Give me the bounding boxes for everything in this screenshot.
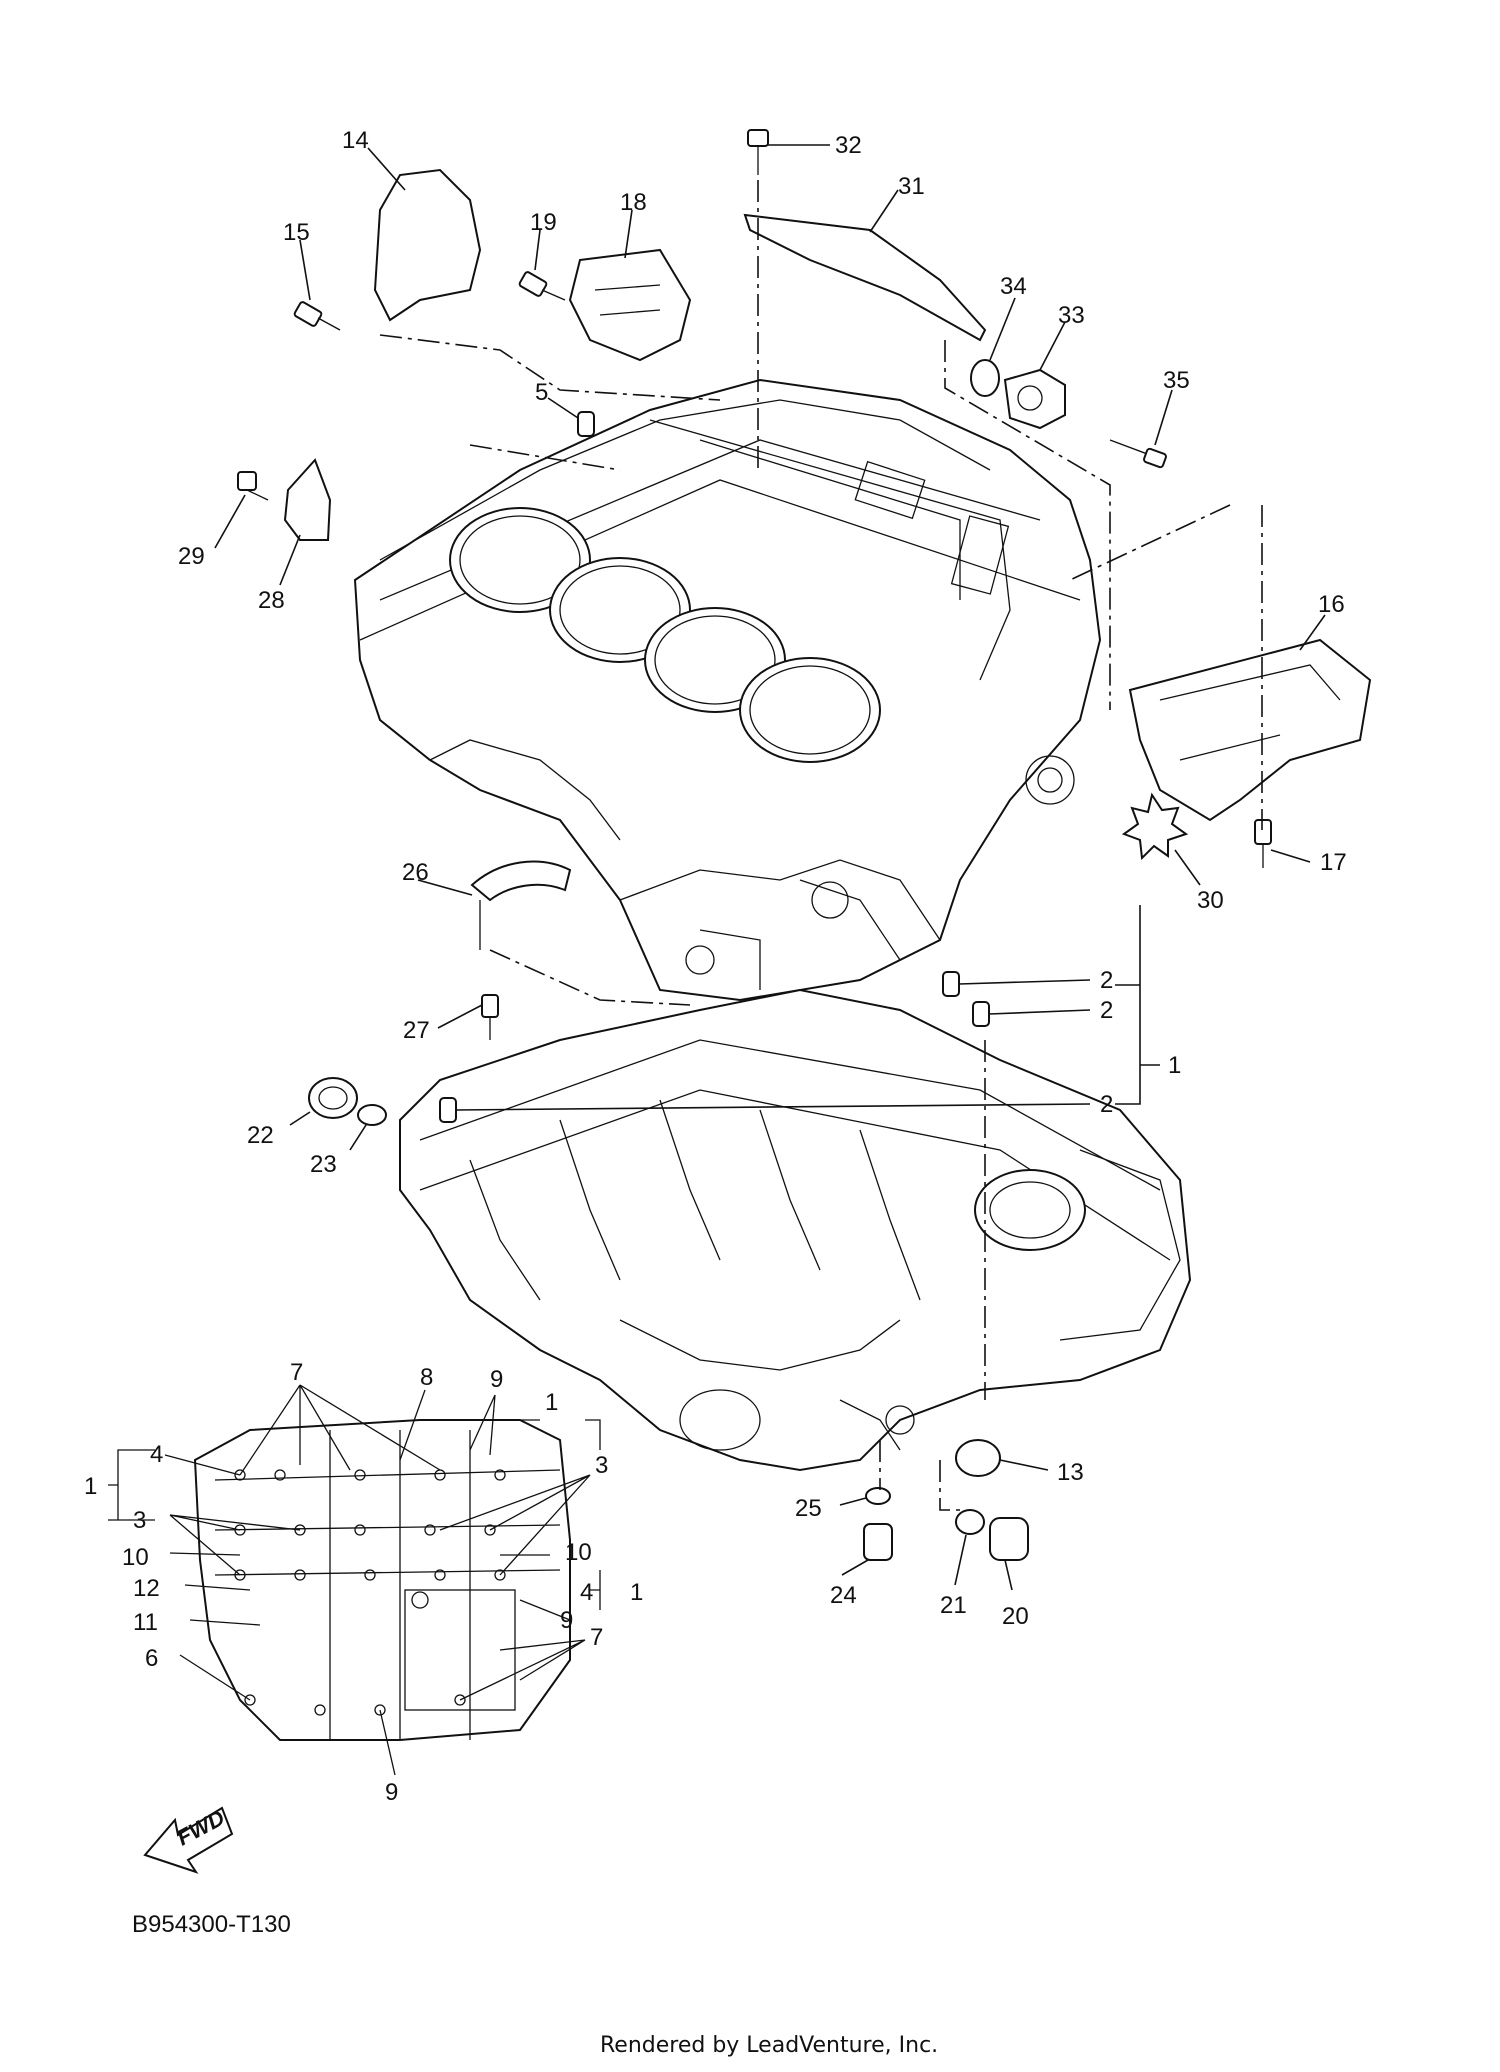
callout-21: 21: [940, 1592, 967, 1619]
fwd-arrow-icon: FWD: [143, 1805, 234, 1874]
callout-28: 28: [258, 587, 285, 614]
callout-17: 17: [1320, 849, 1347, 876]
callout-4-right: 4: [580, 1579, 593, 1606]
callout-1-top: 1: [545, 1389, 558, 1416]
callout-4-left: 4: [150, 1441, 163, 1468]
callout-labels: 14 15 19 18 32 31 34 33 35 5 29 28 16 17…: [84, 127, 1347, 1806]
callout-19: 19: [530, 209, 557, 236]
callout-10-right: 10: [565, 1539, 592, 1566]
callout-30: 30: [1197, 887, 1224, 914]
upper-crankcase: [353, 378, 1102, 1002]
callout-7-top: 7: [290, 1359, 303, 1386]
callout-18: 18: [620, 189, 647, 216]
callout-29: 29: [178, 543, 205, 570]
callout-12: 12: [133, 1575, 160, 1602]
bottom-view-inset: [108, 1384, 601, 1776]
callout-31: 31: [898, 173, 925, 200]
callout-7-bottom: 7: [590, 1624, 603, 1651]
callout-6: 6: [145, 1645, 158, 1672]
callout-35: 35: [1163, 367, 1190, 394]
callout-22: 22: [247, 1122, 274, 1149]
callout-9-top: 9: [490, 1366, 503, 1393]
callout-1-right: 1: [630, 1579, 643, 1606]
callout-26: 26: [402, 859, 429, 886]
callout-1-left: 1: [84, 1473, 97, 1500]
lower-crankcase: [399, 988, 1192, 1472]
callout-34: 34: [1000, 273, 1027, 300]
callout-13: 13: [1057, 1459, 1084, 1486]
callout-14: 14: [342, 127, 369, 154]
callout-24: 24: [830, 1582, 857, 1609]
render-credit: Rendered by LeadVenture, Inc.: [600, 2033, 938, 2058]
leader-lines: [214, 144, 1326, 1591]
callout-3-left: 3: [133, 1507, 146, 1534]
callout-20: 20: [1002, 1603, 1029, 1630]
callout-8: 8: [420, 1364, 433, 1391]
callout-25: 25: [795, 1495, 822, 1522]
callout-9-bottom: 9: [385, 1779, 398, 1806]
callout-5: 5: [535, 379, 548, 406]
small-parts: [237, 129, 1372, 1561]
callout-27: 27: [403, 1017, 430, 1044]
callout-11: 11: [133, 1609, 158, 1636]
callout-9-mid: 9: [560, 1607, 573, 1634]
callout-3-right: 3: [595, 1452, 608, 1479]
callout-23: 23: [310, 1151, 337, 1178]
callout-16: 16: [1318, 591, 1345, 618]
callout-1: 1: [1168, 1052, 1181, 1079]
callout-15: 15: [283, 219, 310, 246]
callout-33: 33: [1058, 302, 1085, 329]
callout-32: 32: [835, 132, 862, 159]
callout-2-a: 2: [1100, 967, 1113, 994]
callout-2-b: 2: [1100, 997, 1113, 1024]
callout-2-c: 2: [1100, 1091, 1113, 1118]
callout-10-left: 10: [122, 1544, 149, 1571]
diagram-code: B954300-T130: [132, 1911, 291, 1938]
